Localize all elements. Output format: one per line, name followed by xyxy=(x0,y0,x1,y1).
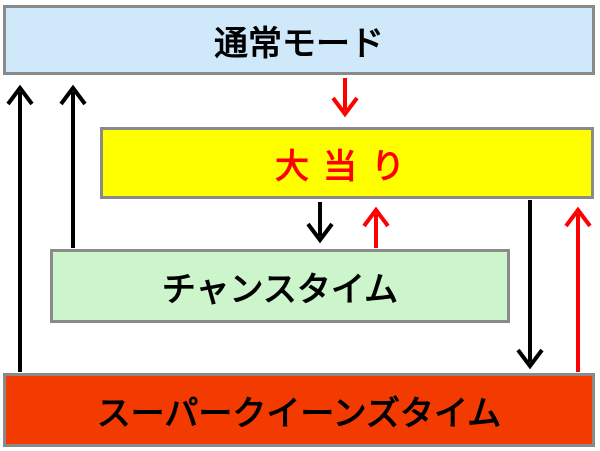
arrow-jackpot-to-super xyxy=(516,200,544,370)
jackpot-label: 大当り xyxy=(275,146,419,187)
arrow-normal-to-jackpot xyxy=(331,78,359,118)
chance-time-label: チャンスタイム xyxy=(161,269,399,310)
super-queens-time-label: スーパークイーンズタイム xyxy=(96,393,502,434)
chance-time-box: チャンスタイム xyxy=(50,249,510,323)
normal-mode-box: 通常モード xyxy=(3,5,595,75)
arrow-chance-to-jackpot xyxy=(362,206,390,248)
arrow-chance-to-normal xyxy=(59,84,87,248)
arrow-jackpot-to-chance xyxy=(306,202,334,244)
arrow-super-to-normal-left xyxy=(6,84,34,372)
jackpot-box: 大当り xyxy=(100,127,594,199)
super-queens-time-box: スーパークイーンズタイム xyxy=(3,373,595,447)
arrow-super-to-jackpot xyxy=(564,206,592,372)
normal-mode-label: 通常モード xyxy=(214,23,384,64)
